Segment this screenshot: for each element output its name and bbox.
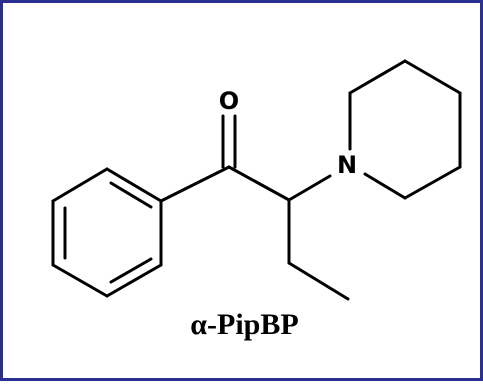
bond-ring-inner-1 [109, 181, 153, 209]
oxygen-atom-label: O [219, 87, 239, 115]
bond-carbonyl-alpha [227, 165, 291, 202]
bond-ring-3 [105, 263, 163, 298]
bond-ring-6 [51, 167, 109, 203]
compound-name: α-PipBP [190, 308, 299, 341]
bond-ring-carbonyl [159, 165, 231, 203]
bond-ring-1 [105, 167, 163, 203]
piperidine-ring [348, 59, 462, 200]
bond-ethyl-methyl [287, 261, 350, 301]
molecule-structure: O N [51, 59, 462, 301]
bond-pip-5 [403, 165, 462, 200]
bond-alpha-nitrogen [287, 174, 332, 202]
bond-ring-4 [51, 263, 109, 298]
benzene-ring [51, 167, 163, 298]
bond-pip-3 [403, 59, 462, 95]
bond-pip-6 [363, 172, 407, 200]
bond-pip-2 [348, 59, 407, 95]
bond-ring-inner-2 [109, 257, 153, 284]
nitrogen-atom-label: N [337, 151, 357, 179]
